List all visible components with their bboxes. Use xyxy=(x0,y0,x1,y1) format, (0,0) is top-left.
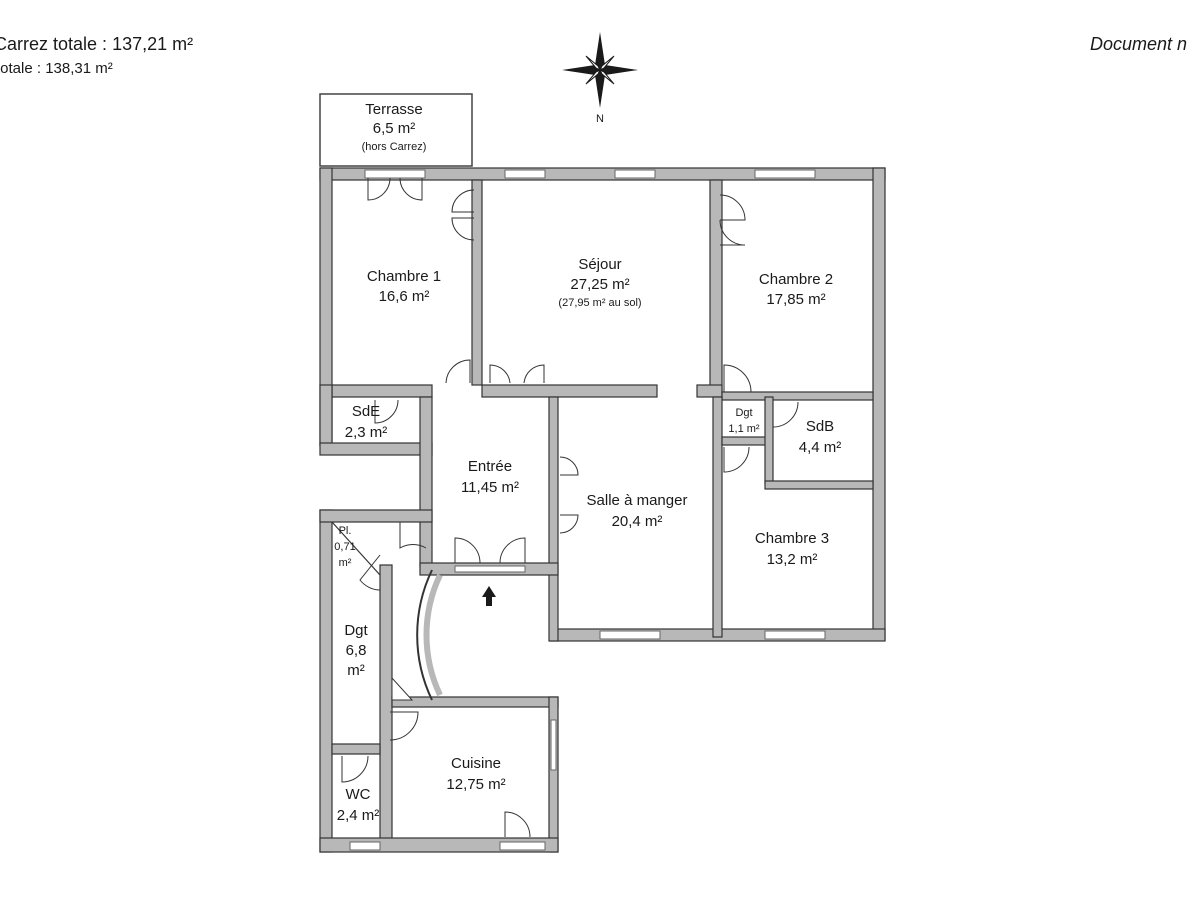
room-sejour-name: Séjour xyxy=(578,256,621,273)
room-placard-area-1: 0,71 xyxy=(334,541,355,553)
room-chambre3: Chambre 3 13,2 m² xyxy=(755,530,829,568)
room-wc-area: 2,4 m² xyxy=(337,807,380,824)
room-sdb: SdB 4,4 m² xyxy=(799,418,842,456)
wall-corner xyxy=(391,676,414,701)
room-dgt-area-2: m² xyxy=(347,662,365,679)
compass-icon xyxy=(562,32,638,108)
room-chambre1-name: Chambre 1 xyxy=(367,268,441,285)
room-sde: SdE 2,3 m² xyxy=(345,403,388,441)
room-sde-name: SdE xyxy=(352,403,380,420)
room-chambre3-name: Chambre 3 xyxy=(755,530,829,547)
room-wc: WC 2,4 m² xyxy=(337,786,380,824)
room-chambre1-area: 16,6 m² xyxy=(379,288,430,305)
room-sejour-area: 27,25 m² xyxy=(570,276,629,293)
compass-north-label: N xyxy=(596,113,604,125)
placard-divider xyxy=(331,521,381,576)
document-note: Document n xyxy=(1090,34,1188,54)
room-cuisine-area: 12,75 m² xyxy=(446,776,505,793)
carrez-area-total: Carrez totale : 137,21 m² xyxy=(0,34,193,55)
windows xyxy=(349,169,826,851)
carrez-value: 137,21 m² xyxy=(112,34,194,54)
room-sejour: Séjour 27,25 m² (27,95 m² au sol) xyxy=(558,256,641,309)
room-terrasse-note: (hors Carrez) xyxy=(362,141,427,153)
room-terrasse-area: 6,5 m² xyxy=(373,120,416,137)
room-salle-name: Salle à manger xyxy=(587,492,688,509)
room-sde-area: 2,3 m² xyxy=(345,424,388,441)
room-dgt: Dgt 6,8 m² xyxy=(344,622,368,679)
curved-wall xyxy=(416,569,433,701)
total-area: totale : 138,31 m² xyxy=(0,60,113,77)
room-entree-name: Entrée xyxy=(468,458,512,475)
terrasse-outline xyxy=(319,93,473,167)
room-sejour-note: (27,95 m² au sol) xyxy=(558,297,641,309)
total-value: 138,31 m² xyxy=(45,60,113,77)
room-dgt-area-1: 6,8 xyxy=(346,642,367,659)
room-terrasse-name: Terrasse xyxy=(365,101,423,118)
room-cuisine: Cuisine 12,75 m² xyxy=(446,755,505,793)
room-dgt-name: Dgt xyxy=(344,622,368,639)
room-placard: Pl. 0,71 m² xyxy=(334,525,355,569)
room-entree-area: 11,45 m² xyxy=(461,479,519,496)
room-salle-area: 20,4 m² xyxy=(612,513,663,530)
room-placard-name: Pl. xyxy=(339,525,352,537)
door-swings xyxy=(341,177,799,838)
room-chambre1: Chambre 1 16,6 m² xyxy=(367,268,441,305)
room-chambre2: Chambre 2 17,85 m² xyxy=(759,271,833,308)
entrance-arrow-icon xyxy=(482,586,496,606)
room-sdb-name: SdB xyxy=(806,418,834,435)
room-salle-a-manger: Salle à manger 20,4 m² xyxy=(587,492,688,530)
room-cuisine-name: Cuisine xyxy=(451,755,501,772)
room-wc-name: WC xyxy=(346,786,371,803)
carrez-label: Carrez totale : xyxy=(0,34,108,54)
room-terrasse: Terrasse 6,5 m² (hors Carrez) xyxy=(362,101,427,153)
room-placard-area-2: m² xyxy=(339,557,352,569)
total-label: totale : xyxy=(0,60,42,77)
room-dgt-small-name: Dgt xyxy=(735,407,752,419)
room-dgt-small: Dgt 1,1 m² xyxy=(728,407,760,435)
room-chambre2-area: 17,85 m² xyxy=(766,291,825,308)
room-sdb-area: 4,4 m² xyxy=(799,439,842,456)
room-dgt-small-area: 1,1 m² xyxy=(728,423,760,435)
room-entree: Entrée 11,45 m² xyxy=(461,458,519,496)
room-chambre2-name: Chambre 2 xyxy=(759,271,833,288)
room-chambre3-area: 13,2 m² xyxy=(767,551,818,568)
curved-wall-fill xyxy=(423,573,443,697)
